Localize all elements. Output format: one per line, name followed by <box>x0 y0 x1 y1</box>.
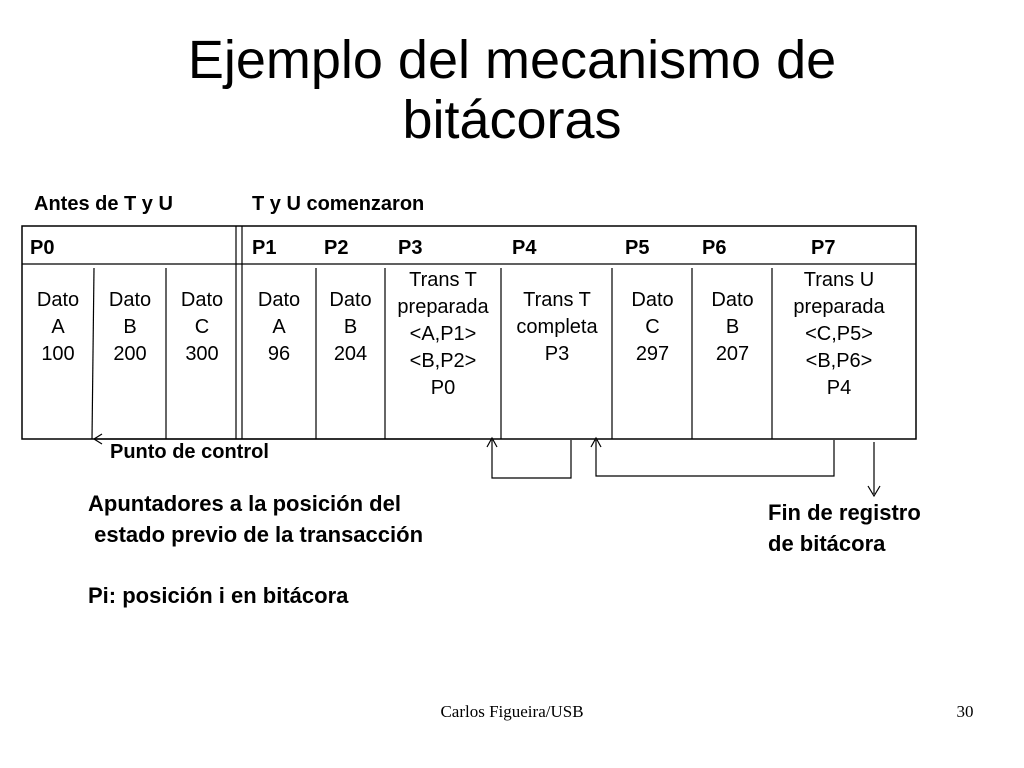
title-line-2: bitácoras <box>402 90 622 150</box>
end-arrowhead <box>867 485 881 498</box>
pointers-label-line-1: Apuntadores a la posición del <box>88 491 401 516</box>
pointer-p7-to-p4 <box>595 440 835 477</box>
pos-p5: P5 <box>625 237 650 259</box>
pointer-p7-to-p4-arrowhead <box>590 436 602 448</box>
pointer-p4-to-p3-arrowhead <box>486 436 498 448</box>
pos-p0: P0 <box>30 237 55 259</box>
pointers-label: Apuntadores a la posición del estado pre… <box>88 488 423 550</box>
legend-text: Pi: posición i en bitácora <box>88 583 349 608</box>
checkpoint-label: Punto de control <box>110 441 269 463</box>
title-line-1: Ejemplo del mecanismo de <box>187 30 837 90</box>
end-label-line-2: de bitácora <box>768 531 886 556</box>
pos-p7: P7 <box>811 237 836 259</box>
pos-p6: P6 <box>702 237 727 259</box>
end-of-log-label: Fin de registro de bitácora <box>768 497 921 559</box>
footer-author: Carlos Figueira/USB <box>440 702 584 721</box>
pos-p3: P3 <box>398 237 423 259</box>
checkpoint-arrowhead <box>92 433 103 445</box>
slide-title: Ejemplo del mecanismo de bitácoras <box>0 30 1024 150</box>
end-label-line-1: Fin de registro <box>768 500 921 525</box>
page-number: 30 <box>956 702 974 721</box>
pointer-p4-to-p3 <box>491 440 572 479</box>
divider-1 <box>91 267 95 440</box>
pos-p4: P4 <box>512 237 537 259</box>
pos-p2: P2 <box>324 237 349 259</box>
label-before: Antes de T y U <box>34 193 173 215</box>
label-after: T y U comenzaron <box>252 193 425 215</box>
pointers-label-line-2: estado previo de la transacción <box>88 522 424 547</box>
pos-p1: P1 <box>252 237 277 259</box>
